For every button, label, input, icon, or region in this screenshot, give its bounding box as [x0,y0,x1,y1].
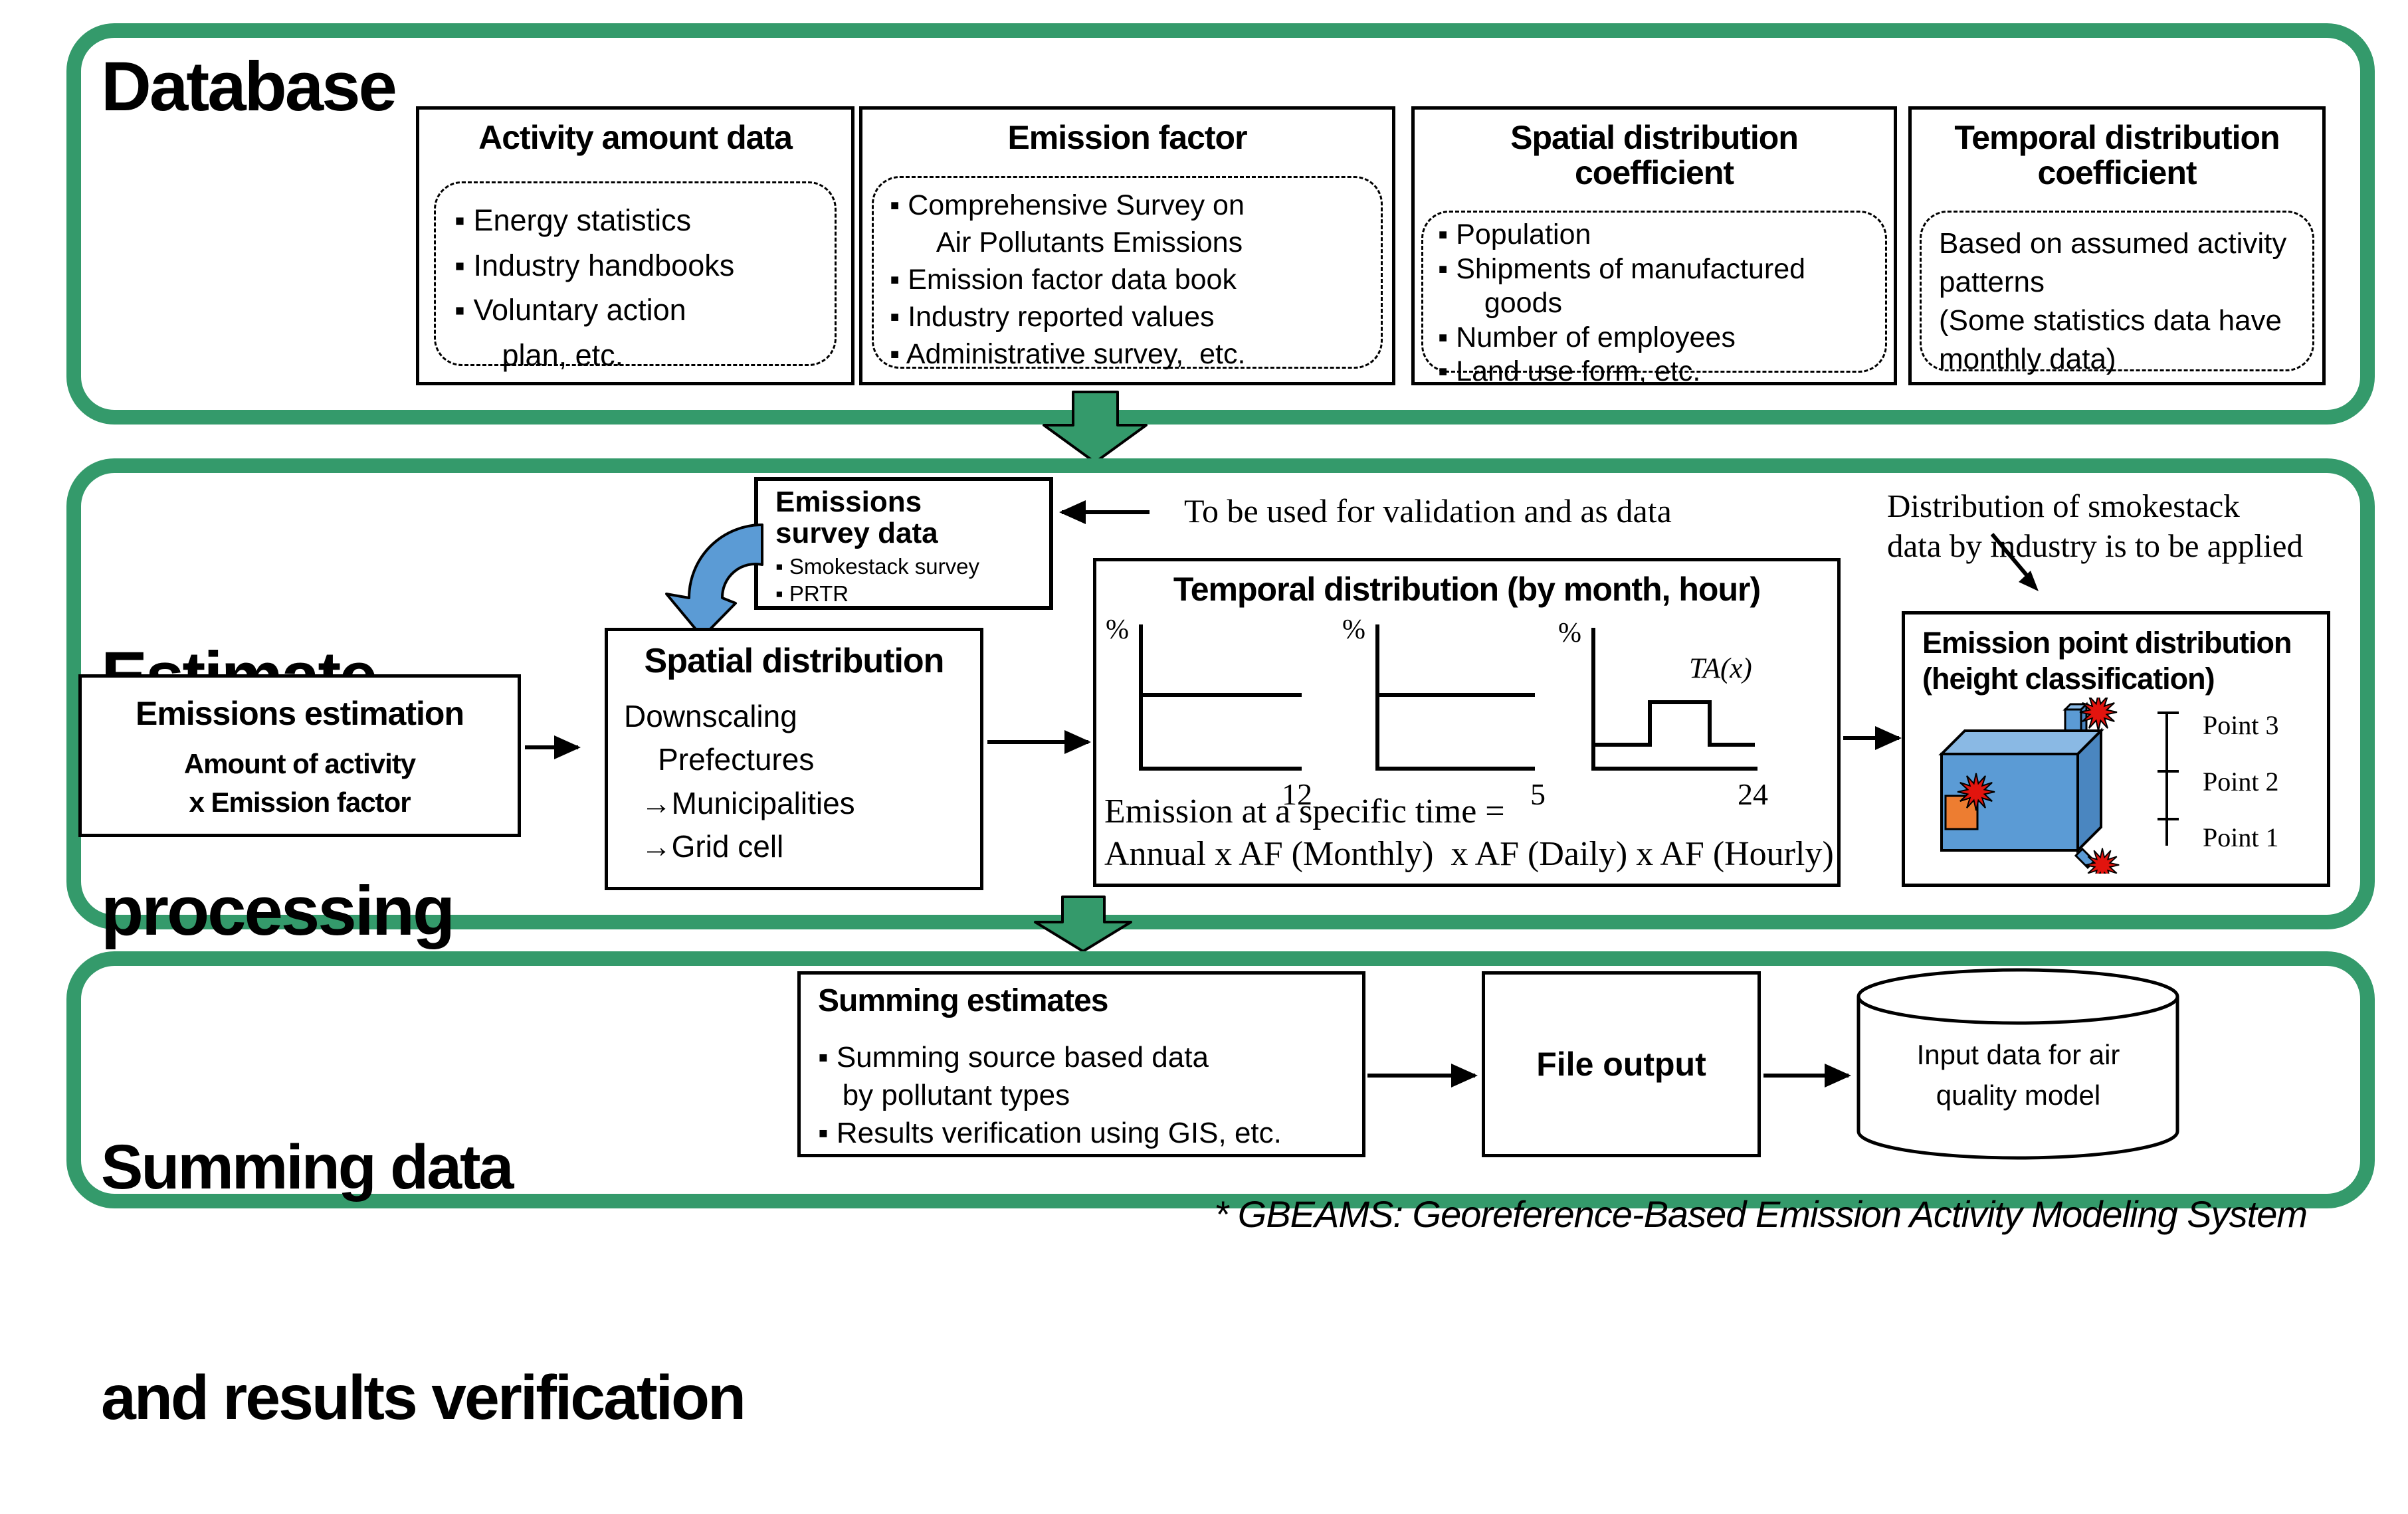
box-title-line: (height classification) [1922,662,2215,696]
box-title-line: Emissions [775,486,922,518]
title-line: Summing data [101,1131,514,1202]
temporal-coefficient-box: Temporal distribution coefficient Based … [1908,106,2326,385]
note-line: Distribution of smokestack [1887,488,2240,524]
box-title: Summing estimates [818,983,1108,1018]
summing-estimates-box: Summing estimates ▪ Summing source based… [797,971,1365,1157]
list-item: ▪ Emission factor data book [890,263,1237,296]
curved-arrow-survey-to-spatial-icon [665,523,763,638]
list-item: ▪ Industry handbooks [454,248,735,282]
y-axis-label: % [1342,615,1365,645]
x-axis-end-label: 12 [1282,777,1312,811]
cylinder-label-line: quality model [1936,1079,2101,1111]
y-axis-label: % [1106,615,1129,645]
process-line: Downscaling [624,699,797,733]
step-pulse-line [1595,700,1755,747]
list-item: ▪ Voluntary action plan, etc. [454,293,686,372]
note-line: (Some statistics data have monthly data) [1939,304,2290,376]
list-item: ▪ Energy statistics [454,203,692,237]
emission-factor-box: Emission factor ▪ Comprehensive Survey o… [859,106,1395,385]
list-item: ▪ Administrative survey, etc. [890,337,1246,370]
box-title: Spatial distribution coefficient [1510,119,1799,191]
list-item: by pollutant types [818,1079,1070,1112]
arrow-note-to-point-box [1990,533,2039,591]
point-label: Point 1 [2203,822,2279,852]
spatial-coefficient-sources-list: ▪ Population ▪ Shipments of manufactured… [1421,211,1887,387]
list-item: ▪ Shipments of manufactured goods [1438,252,1806,320]
flat-level-line [1379,692,1535,697]
formula-line: x Emission factor [189,787,411,818]
smokestack-note: Distribution of smokestack data by indus… [1887,486,2303,566]
spatial-coefficient-box: Spatial distribution coefficient ▪ Popul… [1411,106,1897,387]
point-label: Point 2 [2203,767,2279,797]
title-line: processing [101,872,455,950]
box-title: Emissions estimation [135,695,464,732]
flat-level-line [1143,692,1302,697]
flow-arrow-estimate-to-summing [1034,896,1132,953]
process-line: Prefectures [624,742,815,777]
list-item: ▪ Number of employees [1438,321,1736,353]
file-output-box: File output [1482,971,1761,1157]
x-axis-end-label: 5 [1530,777,1546,811]
process-line: →Grid cell [624,828,784,864]
daily-distribution-chart: % 5 [1342,615,1546,811]
emission-point-distribution-box: Emission point distribution (height clas… [1902,611,2330,887]
list-item: ▪ Population [1438,219,1591,250]
box-title-line: Emission point distribution [1922,626,2292,660]
box-title: File output [1536,1046,1706,1083]
x-axis-end-label: 24 [1738,777,1768,811]
monthly-distribution-chart: % 12 [1106,615,1312,811]
list-item: ▪ Smokestack survey [775,554,979,579]
equation-line: Annual x AF (Monthly) x AF (Daily) x AF … [1104,835,1834,873]
point-label: Point 3 [2203,710,2279,740]
spatial-distribution-box: Spatial distribution Downscaling Prefect… [605,628,983,890]
box-title: Activity amount data [478,119,793,156]
summing-section-title: Summing data and results verification [101,975,746,1514]
footnote: * GBEAMS: Georeference-Based Emission Ac… [1214,1193,2308,1235]
activity-data-sources-list: ▪ Energy statistics ▪ Industry handbooks… [434,181,837,372]
cylinder-label: Input data for air quality model [1860,1035,2176,1116]
arrow-validation-to-survey [1059,500,1150,524]
flow-arrow-database-to-estimate [1043,391,1148,464]
temporal-coefficient-note: Based on assumed activity patterns (Some… [1920,211,2314,375]
title-line: and results verification [101,1363,746,1434]
scale-tick [2157,818,2179,820]
validation-note: To be used for validation and as data [1184,492,1672,529]
scale-tick [2157,770,2179,773]
cylinder-label-line: Input data for air [1916,1039,2120,1070]
note-line: data by industry is to be applied [1887,527,2303,564]
list-item: ▪ PRTR [775,581,849,607]
height-scale [2157,711,2179,846]
list-item: ▪ Industry reported values [890,300,1215,333]
box-title: Temporal distribution (by month, hour) [1173,571,1761,608]
scale-tick [2157,711,2179,714]
factory-illustration [1938,698,2120,874]
database-section-title: Database [101,48,397,126]
arrow-summing-to-fileoutput [1367,1064,1478,1088]
note-line: Based on assumed activity patterns [1939,227,2295,299]
arrow-spatial-to-temporal [987,730,1091,754]
process-line: →Municipalities [624,785,855,820]
emissions-estimation-box: Emissions estimation Amount of activity … [78,674,521,837]
box-title: Temporal distribution coefficient [1954,119,2280,191]
box-title: Spatial distribution [644,642,945,680]
box-title: Emission factor [1007,119,1247,156]
activity-amount-data-box: Activity amount data ▪ Energy statistics… [416,106,854,385]
equation-line: Emission at a specific time = [1104,793,1505,830]
list-item: ▪ Land use form, etc. [1438,355,1701,388]
list-item: ▪ Results verification using GIS, etc. [818,1117,1282,1150]
output-database-cylinder [1856,968,2179,1160]
formula-line: Amount of activity [183,748,416,779]
box-title-line: survey data [775,517,938,550]
list-item: ▪ Summing source based data [818,1041,1209,1074]
emission-factor-sources-list: ▪ Comprehensive Survey on Air Pollutants… [872,176,1383,370]
emissions-survey-data-box: Emissions survey data ▪ Smokestack surve… [754,477,1053,610]
arrow-estimation-to-spatial [525,735,581,759]
list-item: ▪ Comprehensive Survey on Air Pollutants… [890,189,1245,258]
temporal-distribution-box: Temporal distribution (by month, hour) [1093,558,1841,887]
arrow-fileoutput-to-cylinder [1763,1064,1851,1088]
hourly-distribution-chart: % 24 [1558,618,1768,811]
arrow-temporal-to-point [1843,726,1902,750]
ta-annotation: TA(x) [1689,653,1752,684]
y-axis-label: % [1558,618,1581,648]
